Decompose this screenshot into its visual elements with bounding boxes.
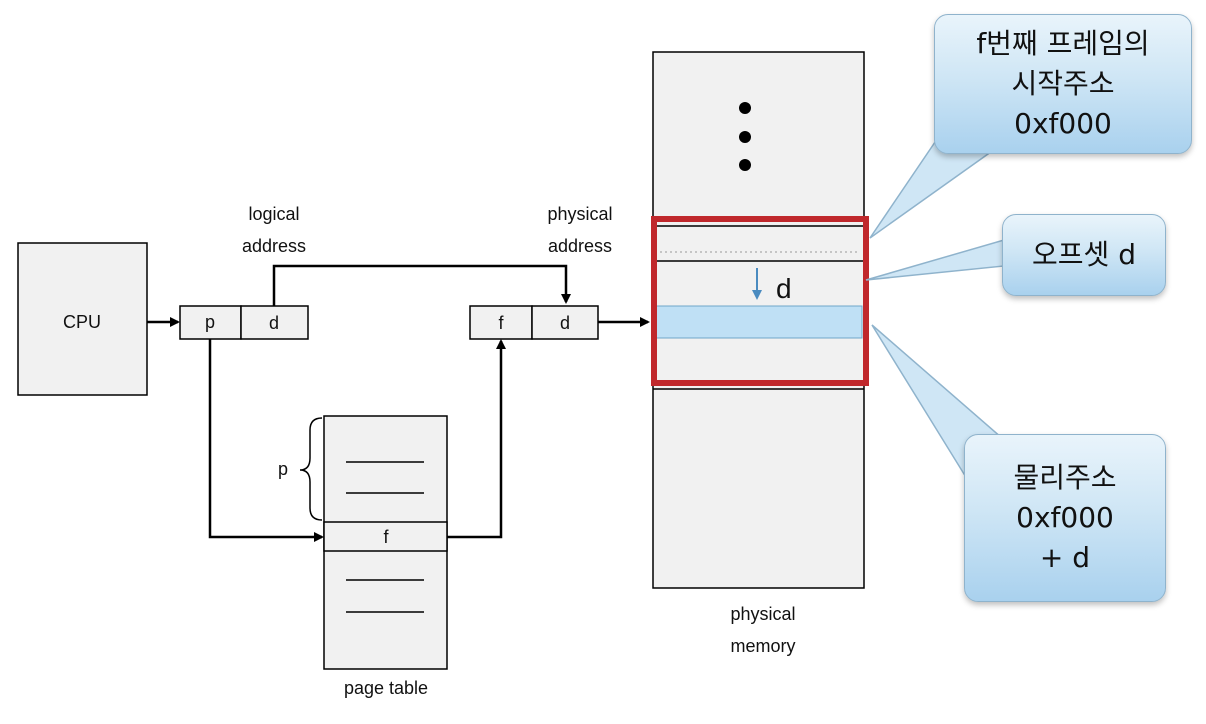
- physical-offset-field: [531, 305, 599, 340]
- frame-start-callout: f번째 프레임의 시작주소 0xf000: [934, 14, 1192, 154]
- ellipsis-dot: [739, 159, 751, 171]
- offset-marker-text: d: [776, 273, 792, 304]
- frame-highlight-box: [651, 216, 869, 386]
- page-table-entry-text: f: [383, 527, 389, 547]
- physical-frame-field: [469, 305, 533, 340]
- page-table-label: page table: [344, 678, 428, 698]
- logical-address-label-line1: logical: [248, 204, 299, 224]
- offset-callout: 오프셋 d: [1002, 214, 1166, 296]
- target-memory-slot: [654, 305, 863, 339]
- physical-address-callout: 물리주소 0xf000 + d: [964, 434, 1166, 602]
- physical-memory-label-line2: memory: [730, 636, 795, 656]
- callout-text: + d: [1039, 541, 1091, 574]
- frame-number-arrow: [447, 339, 506, 539]
- callout-text: 0xf000: [1016, 501, 1114, 534]
- callout-text: 0xf000: [1014, 107, 1112, 140]
- callout-pointer: [865, 239, 1005, 281]
- page-index-brace: [299, 417, 323, 521]
- callout-text: 시작주소: [1011, 67, 1115, 100]
- physical-memory-label-line1: physical: [730, 604, 795, 624]
- page-table-frame-entry: [323, 521, 448, 552]
- callout-text: 오프셋 d: [1032, 238, 1136, 271]
- page-number-to-table-arrow: [208, 339, 324, 542]
- page-index-label: p: [278, 459, 288, 479]
- physical-address-label-line2: address: [548, 236, 612, 256]
- ellipsis-dot: [739, 131, 751, 143]
- logical-offset-field: [240, 305, 309, 340]
- cpu-label: CPU: [63, 312, 101, 332]
- physical-offset-text: d: [560, 313, 570, 333]
- logical-page-text: p: [205, 312, 215, 332]
- logical-address-label-line2: address: [242, 236, 306, 256]
- physical-address-label-line1: physical: [547, 204, 612, 224]
- physical-frame-text: f: [498, 313, 504, 333]
- cpu-box: [17, 242, 148, 396]
- ellipsis-dot: [739, 102, 751, 114]
- logical-offset-text: d: [269, 313, 279, 333]
- callout-text: f번째 프레임의: [976, 27, 1150, 60]
- callout-text: 물리주소: [1013, 461, 1117, 494]
- offset-copy-arrow: [272, 264, 571, 306]
